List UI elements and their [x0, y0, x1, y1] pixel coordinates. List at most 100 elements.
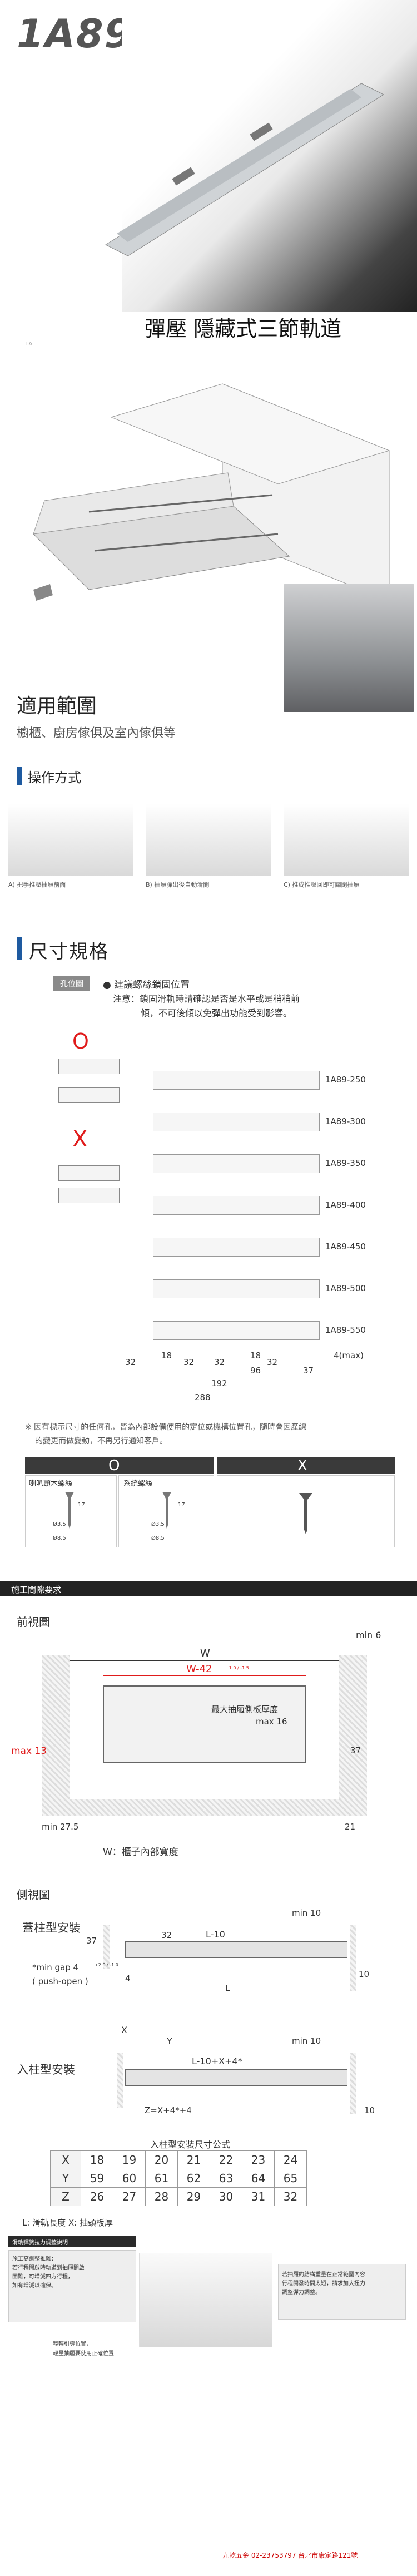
rail-450 [153, 1238, 320, 1257]
formula-cell: 29 [177, 2187, 210, 2206]
adjust-right-2: 行程開發時間太短，請求加大扭力 [282, 2281, 365, 2287]
mark-o-rail-2 [58, 1087, 120, 1103]
formula-cell: 18 [81, 2150, 113, 2169]
dim-32-b: 32 [183, 1357, 195, 1367]
rail-250 [153, 1071, 320, 1090]
operation-caption-a: A) 把手推壓抽屜前面 [8, 881, 66, 888]
side-inset-drawer [125, 2069, 348, 2086]
screw-dim-4: 17 [178, 1502, 185, 1508]
front-w42-label: W-42 [186, 1663, 212, 1675]
dim-192: 192 [211, 1378, 227, 1388]
side-cover-L10: L-10 [206, 1929, 225, 1940]
disclaimer-1: ※ 因有標示尺寸的任何孔，皆為內部設備使用的定位或機構位置孔，隨時會因產線 [25, 1423, 307, 1432]
spec-note-3: 傾，不可後傾以免彈出功能受到影響。 [141, 1008, 292, 1018]
front-37: 37 [350, 1746, 361, 1756]
screw-cell-1 [25, 1475, 117, 1547]
dim-288: 288 [195, 1392, 211, 1402]
formula-cell: 61 [145, 2169, 178, 2188]
table-row: X 18 19 20 21 22 23 24 [50, 2150, 307, 2169]
side-cover-drawer [125, 1941, 348, 1958]
install-banner [0, 1581, 417, 1596]
disclaimer-2: 的變更而做變動，不再另行通知客戶。 [35, 1437, 167, 1446]
front-min275: min 27.5 [42, 1822, 79, 1832]
side-inset-10: 10 [364, 2105, 375, 2115]
formula-title: 入柱型安裝尺寸公式 [150, 2139, 231, 2150]
side-inset-X: X [121, 2025, 127, 2035]
screw-icon-3 [299, 1493, 312, 1534]
rail-550 [153, 1321, 320, 1340]
side-cover-37: 37 [86, 1936, 97, 1946]
dim-18-a: 18 [161, 1351, 172, 1361]
formula-cell: 20 [145, 2150, 178, 2169]
operation-image-c [284, 804, 409, 876]
formula-cell: 28 [145, 2187, 178, 2206]
front-drawer-box [103, 1685, 306, 1763]
formula-cell: X [50, 2150, 81, 2169]
header-note: 1A [25, 341, 33, 347]
formula-cell: Z [50, 2187, 81, 2206]
table-row: Z 26 27 28 29 30 31 32 [50, 2187, 307, 2206]
dim-32-d: 32 [267, 1357, 278, 1367]
front-cabinet-bottom [42, 1799, 367, 1816]
side-title: 側視圖 [17, 1888, 50, 1901]
formula-cell: 60 [113, 2169, 146, 2188]
side-inset-back [350, 2053, 356, 2114]
model-500: 1A89-500 [325, 1283, 366, 1293]
formula-cell: 32 [274, 2187, 307, 2206]
screw-dim-1: 17 [78, 1502, 85, 1508]
screw-header-x [217, 1457, 395, 1474]
dim-37: 37 [303, 1366, 314, 1376]
formula-cell: 24 [274, 2150, 307, 2169]
adjust-left-4: 如有增減以確保。 [12, 2283, 57, 2289]
screw-cell-3 [217, 1475, 395, 1547]
product-name: 彈壓 隱藏式三節軌道 [145, 317, 342, 341]
adjust-left2-2: 輕量抽屜要使用正確位置 [53, 2351, 114, 2357]
spec-note-2: 注意：鎖固滑軌時請確認是否是水平或是稍稍前 [113, 993, 300, 1004]
front-title: 前視圖 [17, 1615, 50, 1629]
model-550: 1A89-550 [325, 1325, 366, 1335]
formula-legend: L: 滑軌長度 X: 抽頭板厚 [22, 2218, 113, 2228]
formula-cell: 26 [81, 2187, 113, 2206]
mark-o-rail-1 [58, 1059, 120, 1074]
dim-18-b: 18 [250, 1351, 261, 1361]
side-inset-min10: min 10 [292, 2036, 321, 2046]
adjust-left-1: 施工高調整推離： [12, 2256, 57, 2262]
formula-cell: 23 [242, 2150, 275, 2169]
model-title: 1A89 [17, 11, 133, 57]
mark-o: O [72, 1029, 89, 1054]
screw-label-2: 系統螺絲 [123, 1480, 153, 1488]
front-min6: min 6 [356, 1630, 381, 1640]
side-cover-min10: min 10 [292, 1908, 321, 1918]
rail-500 [153, 1279, 320, 1298]
side-cover-title: 蓋柱型安裝 [22, 1921, 81, 1935]
rail-400 [153, 1196, 320, 1215]
front-w-label: W [200, 1648, 210, 1659]
table-row: Y 59 60 61 62 63 64 65 [50, 2169, 307, 2188]
side-cover-10: 10 [359, 1969, 370, 1979]
spec-title: 尺寸規格 [29, 941, 109, 963]
rail-300 [153, 1113, 320, 1131]
formula-cell: 63 [210, 2169, 242, 2188]
operation-image-b [146, 804, 271, 876]
front-cabinet-left [42, 1655, 70, 1799]
spec-note-1: ● 建議螺絲鎖固位置 [103, 980, 190, 991]
formula-cell: 30 [210, 2187, 242, 2206]
screw-dim-2: Ø3.5 [53, 1521, 66, 1527]
adjust-right-3: 調整彈力調整。 [282, 2290, 321, 2296]
screw-dim-6: Ø8.5 [151, 1535, 165, 1541]
usage-desc: 櫥櫃、廚房傢俱及室內傢俱等 [17, 726, 176, 740]
formula-cell: Y [50, 2169, 81, 2188]
kitchen-photo [284, 584, 414, 712]
screw-dim-5: Ø3.5 [151, 1521, 165, 1527]
model-250: 1A89-250 [325, 1075, 366, 1085]
hole-tag: 孔位圖 [53, 976, 90, 991]
front-max16: max 16 [256, 1717, 287, 1727]
operation-image-a [8, 804, 133, 876]
formula-cell: 27 [113, 2187, 146, 2206]
formula-cell: 62 [177, 2169, 210, 2188]
mark-x-rail-1 [58, 1165, 120, 1181]
dim-32-c: 32 [214, 1357, 225, 1367]
side-cover-4: 4 [125, 1974, 131, 1984]
cabinet-drawer-illustration [32, 383, 390, 601]
front-w42-tol: +1.0 / -1.5 [225, 1665, 249, 1670]
